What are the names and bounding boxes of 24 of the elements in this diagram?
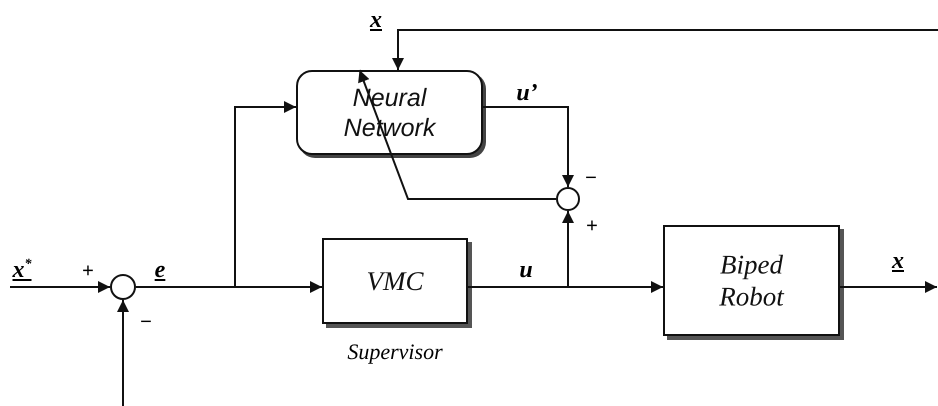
block-caption: Supervisor: [347, 339, 443, 365]
sign-label: −: [585, 168, 597, 188]
neural-network-block: [296, 70, 483, 155]
edge-label: u: [519, 258, 533, 282]
arrow: [483, 106, 574, 187]
edge-label: x$^{*}$: [12, 258, 32, 282]
summing-junction: [110, 274, 136, 300]
arrow: [10, 281, 110, 293]
summing-junction: [556, 187, 580, 211]
arrow: [392, 29, 938, 70]
arrow: [468, 211, 574, 288]
adaptation-arrow: [358, 70, 556, 200]
edge-label: u’: [516, 81, 538, 105]
sign-label: +: [82, 261, 94, 281]
block-label: VMC: [366, 264, 425, 298]
arrow: [117, 300, 129, 406]
edge-label: e: [154, 258, 166, 282]
sign-label: −: [140, 312, 152, 332]
arrow: [840, 281, 937, 293]
edge-label: x: [370, 8, 382, 32]
sign-label: +: [586, 216, 598, 236]
arrow: [136, 101, 296, 288]
edge-label: x: [892, 249, 904, 273]
block-label: Biped Robot: [718, 248, 786, 313]
